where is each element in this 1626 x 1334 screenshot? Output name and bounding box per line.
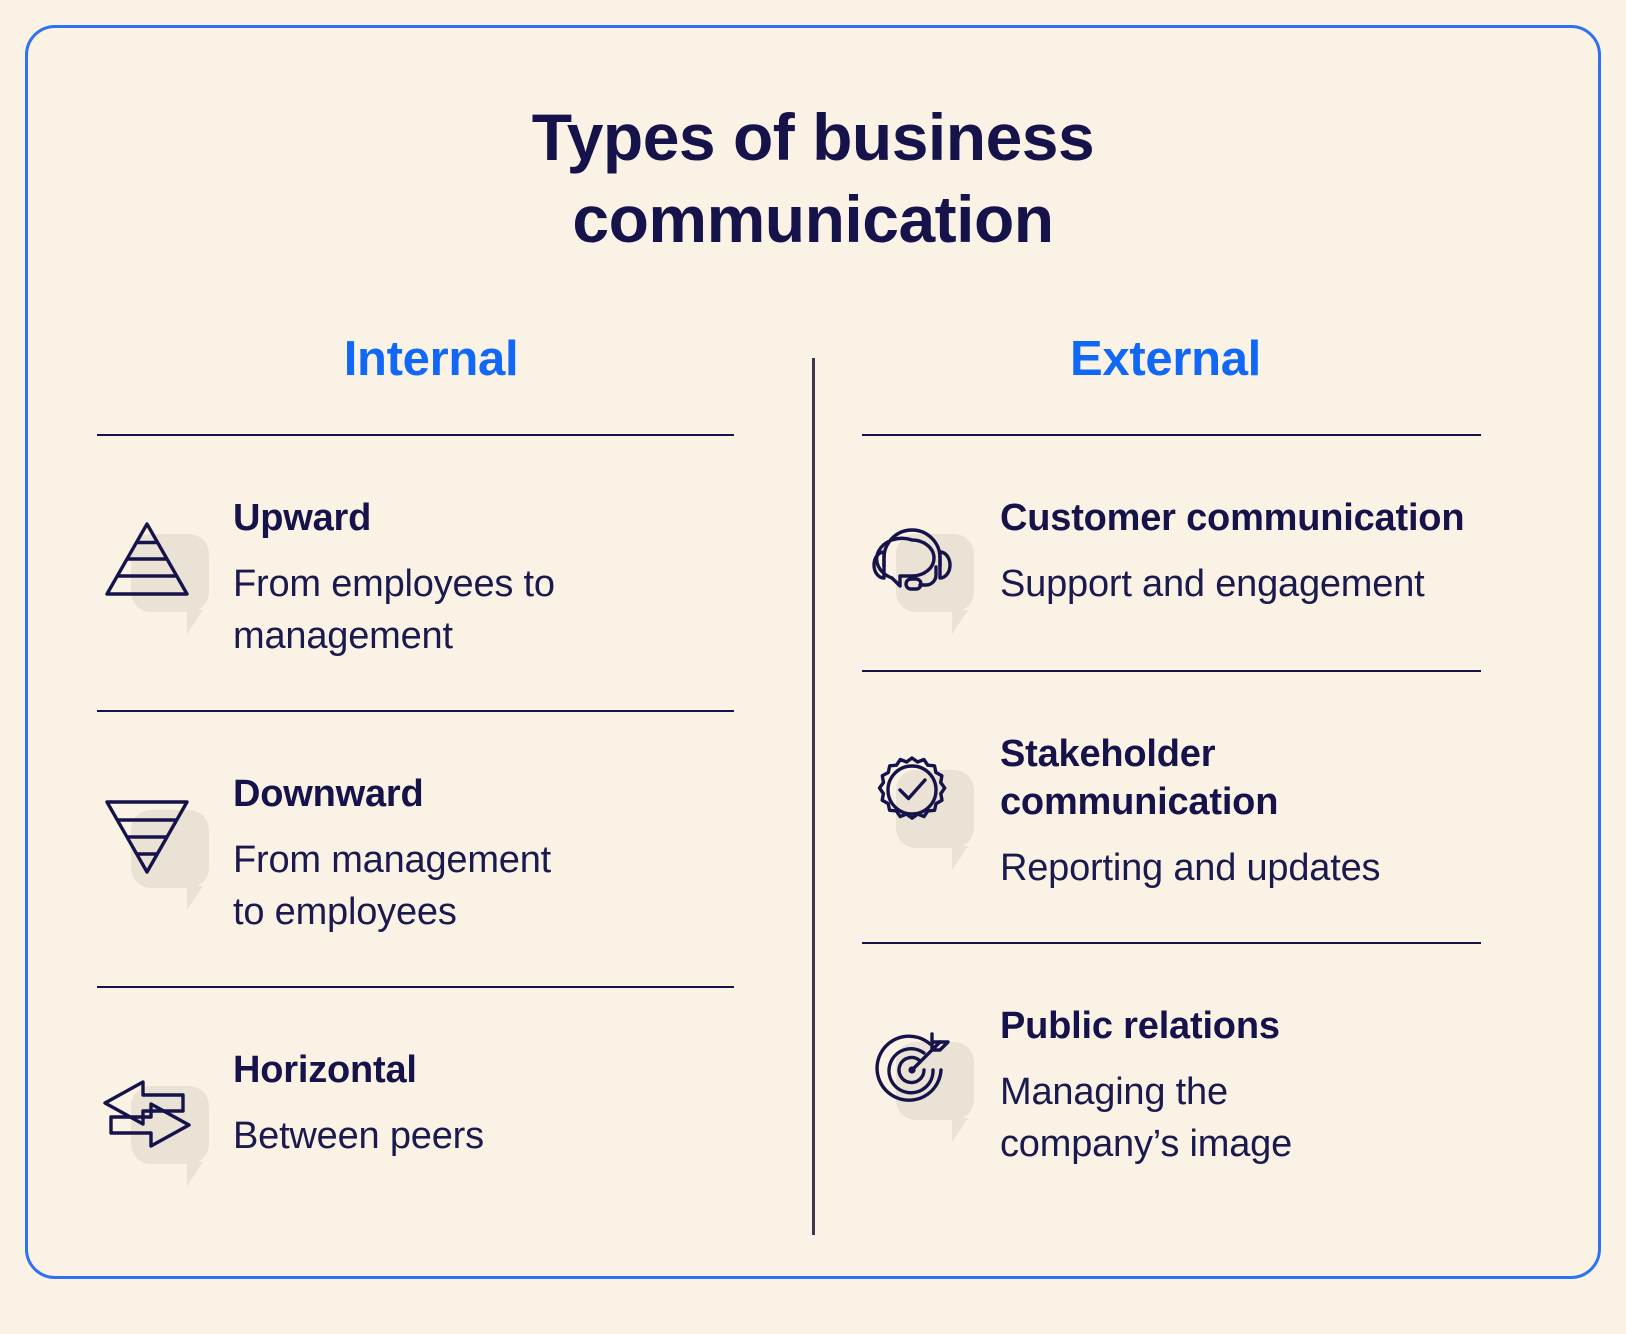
divider [862, 434, 1481, 436]
list-item: Upward From employees to management [97, 488, 765, 662]
list-item-title: Stakeholder communication [1000, 730, 1481, 826]
list-item: Downward From management to employees [97, 764, 765, 938]
list-item-title: Public relations [1000, 1002, 1292, 1050]
list-item-text: Stakeholder communication Reporting and … [1000, 724, 1481, 894]
target-arrow-icon [875, 1032, 950, 1102]
speech-bubble-backdrop [131, 534, 209, 634]
icon-container [97, 778, 209, 910]
title-line: communication [1186, 497, 1465, 539]
desc-line: company’s image [1000, 1123, 1293, 1165]
divider [97, 434, 734, 436]
column-vertical-divider [812, 358, 815, 1235]
title-line: Public relations [1000, 1005, 1280, 1047]
title-line: Customer [1000, 497, 1176, 539]
list-item-description: From management to employees [233, 834, 551, 938]
page-title-line-1: Types of business [531, 100, 1095, 174]
horizontal-arrows-icon [103, 1080, 191, 1148]
page-title-line-2: communication [572, 182, 1054, 256]
column-heading-internal: Internal [343, 332, 519, 386]
list-item-description: From employees to management [233, 558, 555, 662]
columns-container: Internal Upwar [0, 330, 1626, 1186]
icon-container [862, 1010, 974, 1142]
desc-line: management [233, 615, 453, 657]
desc-line: Managing the [1000, 1071, 1228, 1113]
column-external: External [813, 330, 1626, 1174]
list-item-description: Between peers [233, 1110, 484, 1162]
list-item: Horizontal Between peers [97, 1040, 765, 1186]
list-item-description: Managing the company’s image [1000, 1066, 1292, 1170]
desc-line: Between peers [233, 1115, 484, 1157]
icon-container [862, 502, 974, 634]
desc-line: Support and engagement [1000, 563, 1425, 605]
page-title: Types of business communication [0, 96, 1626, 260]
divider [97, 986, 734, 988]
pyramid-down-icon [105, 800, 189, 874]
list-item-title: Downward [233, 773, 424, 815]
list-item-text: Horizontal Between peers [233, 1040, 484, 1162]
list-item: Public relations Managing the company’s … [862, 996, 1481, 1170]
list-item-title: Upward [233, 497, 372, 539]
pyramid-up-icon [105, 522, 189, 596]
list-item-text: Upward From employees to management [233, 488, 555, 662]
icon-container [97, 1054, 209, 1186]
desc-line: From management [233, 839, 552, 881]
list-item: Customer communication Support and engag… [862, 488, 1481, 634]
list-item-title: Horizontal [233, 1049, 417, 1091]
badge-check-icon [877, 756, 947, 820]
title-line: communication [1000, 781, 1279, 823]
list-item-title: Customer communication [1000, 494, 1465, 542]
desc-line: Reporting and updates [1000, 847, 1381, 889]
divider [862, 942, 1481, 944]
list-item-description: Support and engagement [1000, 558, 1464, 610]
list-item-text: Downward From management to employees [233, 764, 551, 938]
divider [862, 670, 1481, 672]
headset-chat-icon [872, 528, 952, 591]
desc-line: From employees to [233, 563, 555, 605]
column-internal: Internal Upwar [0, 330, 813, 1186]
column-heading-external: External [1070, 332, 1261, 386]
divider [97, 710, 734, 712]
speech-bubble-backdrop [131, 810, 209, 910]
title-line: Stakeholder [1000, 733, 1216, 775]
list-item-description: Reporting and updates [1000, 842, 1481, 894]
list-item: Stakeholder communication Reporting and … [862, 724, 1481, 894]
list-item-text: Customer communication Support and engag… [1000, 488, 1465, 610]
icon-container [97, 502, 209, 634]
speech-bubble-backdrop [131, 1086, 209, 1186]
icon-container [862, 738, 974, 870]
desc-line: to employees [233, 891, 457, 933]
list-item-text: Public relations Managing the company’s … [1000, 996, 1292, 1170]
